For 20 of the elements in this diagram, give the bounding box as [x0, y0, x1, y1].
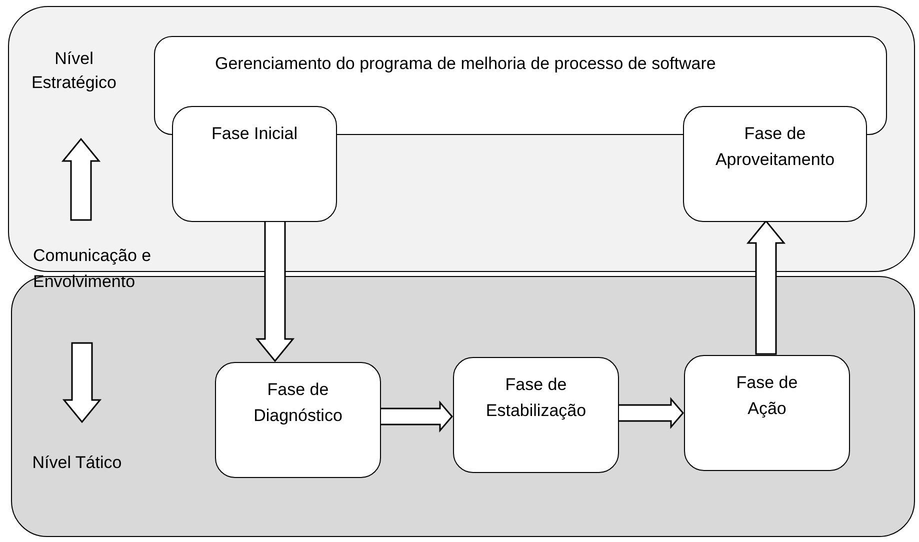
level-panel	[8, 6, 915, 272]
node-text: Fase de Aproveitamento	[714, 123, 836, 171]
phase-box	[215, 362, 381, 478]
level-label: Nível Estratégico	[30, 48, 118, 94]
node-text: Fase de Ação	[735, 372, 799, 420]
level-label: Nível Tático	[31, 452, 123, 474]
level-panel	[11, 276, 915, 537]
block-arrow	[379, 400, 453, 433]
node-text: Fase Inicial	[210, 123, 298, 145]
phase-box	[684, 355, 850, 471]
block-arrow	[255, 220, 295, 362]
node-text: Fase de Estabilização	[484, 374, 588, 422]
node-text: Gerenciamento do programa de melhoria de processo de software	[215, 53, 717, 75]
phase-box	[453, 357, 619, 473]
block-arrow	[617, 396, 684, 430]
node-text: Fase de Diagnóstico	[252, 379, 344, 427]
block-arrow	[746, 220, 786, 355]
phase-box	[172, 106, 337, 222]
note-text: Comunicação e Envolvimento	[33, 245, 152, 293]
phase-box	[683, 106, 867, 222]
